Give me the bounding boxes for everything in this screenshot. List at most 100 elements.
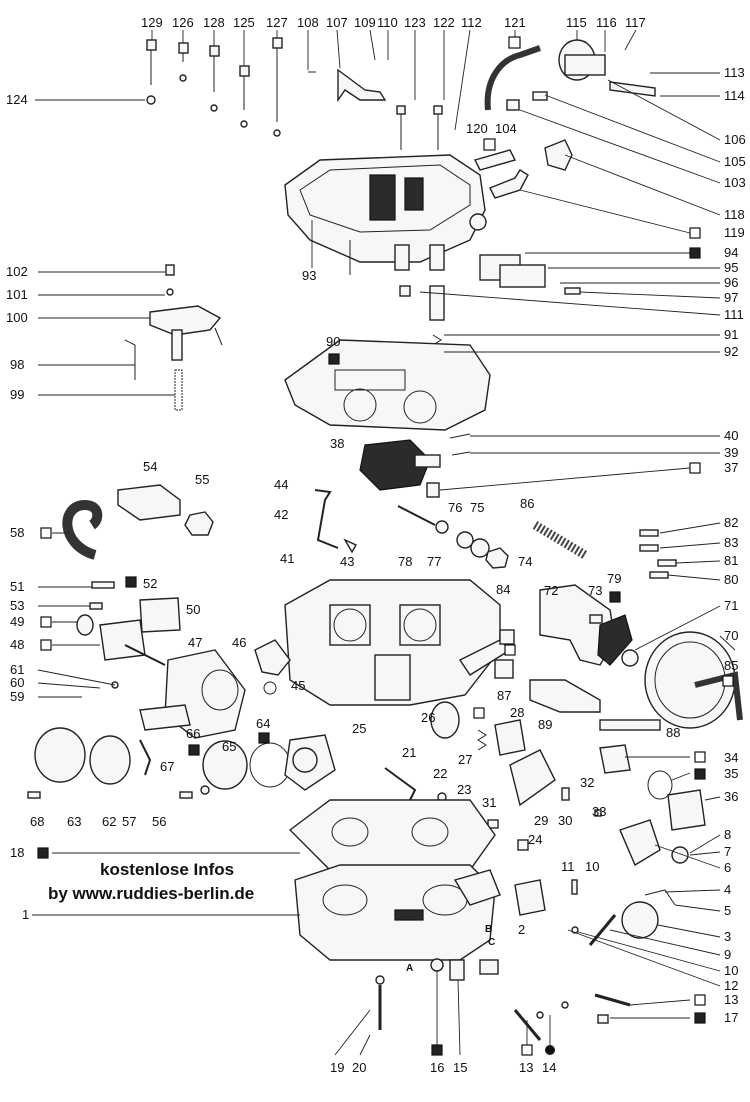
levers-45-46 bbox=[254, 639, 291, 695]
washer-19 bbox=[375, 975, 385, 985]
right-side-parts bbox=[494, 529, 743, 731]
label-39: 39 bbox=[724, 445, 738, 460]
label-C: C bbox=[488, 937, 495, 948]
rod-21 bbox=[384, 767, 417, 801]
filled-square-marker bbox=[258, 732, 270, 744]
label-72: 72 bbox=[544, 583, 558, 598]
label-125: 125 bbox=[233, 15, 255, 30]
label-108: 108 bbox=[297, 15, 319, 30]
screw-127 bbox=[272, 37, 283, 49]
label-124: 124 bbox=[6, 92, 28, 107]
plug-8 bbox=[671, 846, 689, 864]
label-67: 67 bbox=[160, 759, 174, 774]
label-32: 32 bbox=[580, 775, 594, 790]
screw-51 bbox=[91, 581, 115, 589]
filled-square-marker bbox=[694, 768, 706, 780]
label-117: 117 bbox=[625, 15, 646, 30]
label-110: 110 bbox=[377, 15, 398, 30]
label-60: 60 bbox=[10, 675, 24, 690]
label-58: 58 bbox=[10, 525, 24, 540]
label-122: 122 bbox=[433, 15, 455, 30]
open-square-marker bbox=[722, 675, 734, 687]
screw-53 bbox=[89, 602, 103, 610]
sleeve-2 bbox=[514, 879, 546, 916]
label-1: 1 bbox=[22, 907, 29, 922]
label-61: 61 bbox=[10, 662, 24, 677]
label-37: 37 bbox=[724, 460, 738, 475]
pump-lever-29 bbox=[509, 749, 556, 807]
upper-right-parts bbox=[337, 39, 656, 295]
label-99: 99 bbox=[10, 387, 24, 402]
label-62: 62 bbox=[102, 814, 116, 829]
washer-16 bbox=[430, 958, 444, 972]
pin-39 bbox=[451, 451, 471, 456]
label-78: 78 bbox=[398, 554, 412, 569]
screw-97 bbox=[564, 287, 581, 295]
label-89: 89 bbox=[538, 717, 552, 732]
label-16: 16 bbox=[430, 1060, 444, 1075]
filled-square-marker bbox=[37, 847, 49, 859]
pin-30 bbox=[561, 787, 570, 801]
label-57: 57 bbox=[122, 814, 136, 829]
diaphragm-48 bbox=[99, 619, 146, 661]
label-86: 86 bbox=[520, 496, 534, 511]
filled-square-marker bbox=[328, 353, 340, 365]
screw-128 bbox=[209, 45, 220, 57]
tube-119 bbox=[489, 169, 529, 199]
label-49: 49 bbox=[10, 614, 24, 629]
label-70: 70 bbox=[724, 628, 738, 643]
filled-square-marker bbox=[125, 576, 137, 588]
label-68: 68 bbox=[30, 814, 44, 829]
label-126: 126 bbox=[172, 15, 194, 30]
left-cluster-98-102 bbox=[124, 264, 223, 411]
label-10: 10 bbox=[724, 963, 738, 978]
open-square-marker bbox=[694, 994, 706, 1006]
label-42: 42 bbox=[274, 507, 288, 522]
fitting-36 bbox=[667, 789, 706, 831]
label-80: 80 bbox=[724, 572, 738, 587]
ring-71 bbox=[621, 649, 639, 667]
choke-parts bbox=[571, 819, 689, 946]
screw-125 bbox=[239, 65, 250, 77]
label-96: 96 bbox=[724, 275, 738, 290]
label-15: 15 bbox=[453, 1060, 467, 1075]
label-66: 66 bbox=[186, 726, 200, 741]
label-56: 56 bbox=[152, 814, 166, 829]
screw-126 bbox=[178, 42, 189, 54]
screw-73 bbox=[589, 614, 603, 624]
label-118: 118 bbox=[724, 207, 745, 222]
label-100: 100 bbox=[6, 310, 28, 325]
washer-77 bbox=[435, 520, 449, 534]
label-128: 128 bbox=[203, 15, 225, 30]
open-square-marker bbox=[40, 616, 52, 628]
choke-118 bbox=[544, 139, 573, 171]
label-120: 120 bbox=[466, 121, 488, 136]
label-112: 112 bbox=[461, 15, 482, 30]
ring-64 bbox=[249, 742, 291, 788]
screw-129 bbox=[146, 39, 157, 51]
label-84: 84 bbox=[496, 582, 510, 597]
main-body-25 bbox=[284, 579, 512, 706]
label-94: 94 bbox=[724, 245, 738, 260]
label-115: 115 bbox=[566, 15, 587, 30]
bottom-parts bbox=[375, 879, 631, 1041]
label-73: 73 bbox=[588, 583, 602, 598]
link-113 bbox=[609, 81, 656, 97]
filled-square-marker bbox=[609, 591, 621, 603]
label-59: 59 bbox=[10, 689, 24, 704]
label-116: 116 bbox=[596, 15, 617, 30]
label-65: 65 bbox=[222, 739, 236, 754]
left-upper-parts bbox=[62, 484, 214, 560]
label-38: 38 bbox=[330, 436, 344, 451]
label-21: 21 bbox=[402, 745, 416, 760]
lever-6 bbox=[619, 819, 661, 867]
tube-120 bbox=[473, 149, 517, 171]
watermark-line-2: by www.ruddies-berlin.de bbox=[48, 884, 255, 903]
label-45: 45 bbox=[291, 678, 305, 693]
label-98: 98 bbox=[10, 357, 24, 372]
ring-26 bbox=[430, 701, 460, 739]
needle-13 bbox=[594, 993, 631, 1007]
screw-15 bbox=[449, 959, 465, 981]
label-9: 9 bbox=[724, 947, 731, 962]
label-85: 85 bbox=[724, 658, 738, 673]
